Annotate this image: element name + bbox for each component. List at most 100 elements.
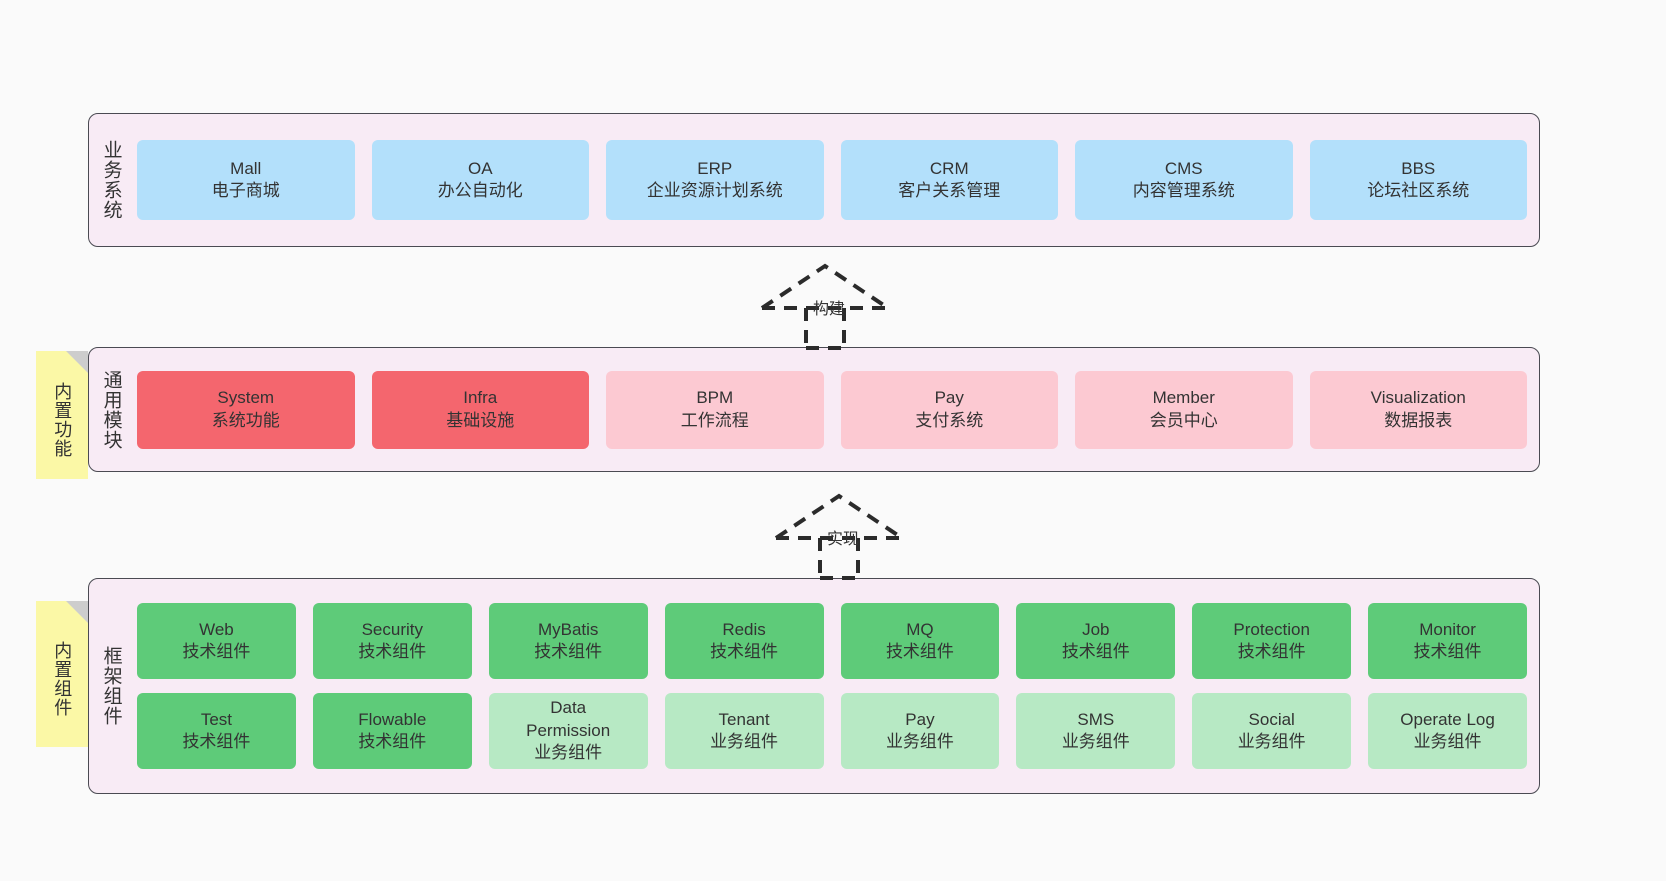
cell-subtitle: 办公自动化 — [437, 181, 523, 200]
sticky-note-builtin-features: 内置功能 — [36, 351, 88, 479]
cell-title: Flowable — [358, 709, 427, 729]
cell-title: Data Permission — [526, 698, 611, 740]
framework-card-pay[interactable]: Pay 业务组件 — [840, 693, 1000, 769]
cell-title: Infra — [463, 388, 498, 408]
framework-card-operate-log[interactable]: Operate Log 业务组件 — [1368, 693, 1527, 769]
cell-subtitle: 技术组件 — [1061, 642, 1130, 661]
cell-title: CRM — [929, 158, 969, 178]
cell-subtitle: 企业资源计划系统 — [646, 181, 783, 200]
cell-title: SMS — [1077, 709, 1115, 729]
layer-common-modules-label: 通用模块 — [100, 369, 122, 450]
sticky-note-builtin-components: 内置组件 — [36, 601, 88, 747]
cell-subtitle: 电子商城 — [211, 181, 280, 200]
business-system-card-erp[interactable]: ERP 企业资源计划系统 — [606, 140, 824, 220]
framework-card-social[interactable]: Social 业务组件 — [1192, 693, 1352, 769]
cell-subtitle: 论坛社区系统 — [1367, 181, 1470, 200]
business-system-card-bbs[interactable]: BBS 论坛社区系统 — [1309, 140, 1527, 220]
cell-title: CMS — [1164, 158, 1203, 178]
cell-subtitle: 客户关系管理 — [898, 181, 1001, 200]
cell-subtitle: 支付系统 — [915, 410, 984, 430]
framework-card-security[interactable]: Security 技术组件 — [312, 603, 472, 679]
cell-subtitle: 基础设施 — [446, 410, 515, 430]
cell-title: BBS — [1401, 158, 1436, 178]
framework-card-sms[interactable]: SMS 业务组件 — [1016, 693, 1176, 769]
cell-subtitle: 业务组件 — [1061, 732, 1130, 751]
sticky-note-builtin-features-text: 内置功能 — [52, 382, 73, 458]
connector-build-label: 构建 — [813, 301, 846, 318]
cell-subtitle: 技术组件 — [534, 642, 603, 661]
cell-title: ERP — [697, 158, 733, 178]
cell-title: Test — [200, 709, 233, 729]
cell-title: Visualization — [1370, 388, 1466, 408]
cell-title: Tenant — [718, 709, 770, 729]
cell-subtitle: 技术组件 — [182, 642, 251, 661]
connector-build: 构建 — [752, 258, 912, 350]
cell-title: Operate Log — [1400, 709, 1495, 729]
business-system-card-cms[interactable]: CMS 内容管理系统 — [1075, 140, 1293, 220]
cell-title: Monitor — [1419, 619, 1476, 639]
framework-card-tenant[interactable]: Tenant 业务组件 — [664, 693, 824, 769]
cell-subtitle: 内容管理系统 — [1132, 181, 1235, 200]
framework-card-redis[interactable]: Redis 技术组件 — [664, 603, 824, 679]
cell-title: MQ — [906, 619, 934, 639]
cell-title: Member — [1152, 388, 1215, 408]
cell-title: Protection — [1233, 619, 1310, 639]
cell-title: Web — [199, 619, 234, 639]
cell-title: MyBatis — [537, 619, 599, 639]
cell-subtitle: 系统功能 — [211, 410, 280, 430]
cell-subtitle: 技术组件 — [358, 642, 427, 661]
cell-title: System — [217, 388, 275, 408]
cell-subtitle: 技术组件 — [885, 642, 954, 661]
cell-subtitle: 工作流程 — [680, 410, 749, 430]
cell-title: Redis — [722, 619, 766, 639]
connector-implement-label: 实现 — [827, 531, 860, 548]
framework-card-monitor[interactable]: Monitor 技术组件 — [1368, 603, 1527, 679]
cell-title: Pay — [934, 388, 964, 408]
framework-card-mq[interactable]: MQ 技术组件 — [840, 603, 1000, 679]
cell-subtitle: 技术组件 — [1413, 642, 1482, 661]
cell-title: Pay — [905, 709, 935, 729]
framework-card-web[interactable]: Web 技术组件 — [137, 603, 296, 679]
business-system-card-oa[interactable]: OA 办公自动化 — [371, 140, 589, 220]
cell-subtitle: 数据报表 — [1384, 410, 1453, 430]
framework-card-protection[interactable]: Protection 技术组件 — [1192, 603, 1352, 679]
cell-subtitle: 业务组件 — [710, 732, 779, 751]
cell-subtitle: 技术组件 — [1237, 642, 1306, 661]
cell-title: Security — [361, 619, 424, 639]
cell-subtitle: 技术组件 — [710, 642, 779, 661]
cell-subtitle: 业务组件 — [1237, 732, 1306, 751]
layer-business-system-label: 业务系统 — [100, 140, 122, 220]
cell-subtitle: 业务组件 — [1413, 732, 1482, 751]
cell-title: OA — [467, 158, 493, 178]
cell-subtitle: 业务组件 — [885, 732, 954, 751]
business-system-card-crm[interactable]: CRM 客户关系管理 — [840, 140, 1058, 220]
build-generalization-arrow-icon — [760, 263, 890, 350]
cell-title: Social — [1248, 709, 1295, 729]
connector-implement: 实现 — [766, 488, 926, 580]
implement-generalization-arrow-icon — [774, 493, 904, 580]
layer-framework-components-label: 框架组件 — [100, 646, 122, 726]
sticky-note-builtin-components-text: 内置组件 — [52, 641, 73, 717]
framework-card-mybatis[interactable]: MyBatis 技术组件 — [488, 603, 648, 679]
